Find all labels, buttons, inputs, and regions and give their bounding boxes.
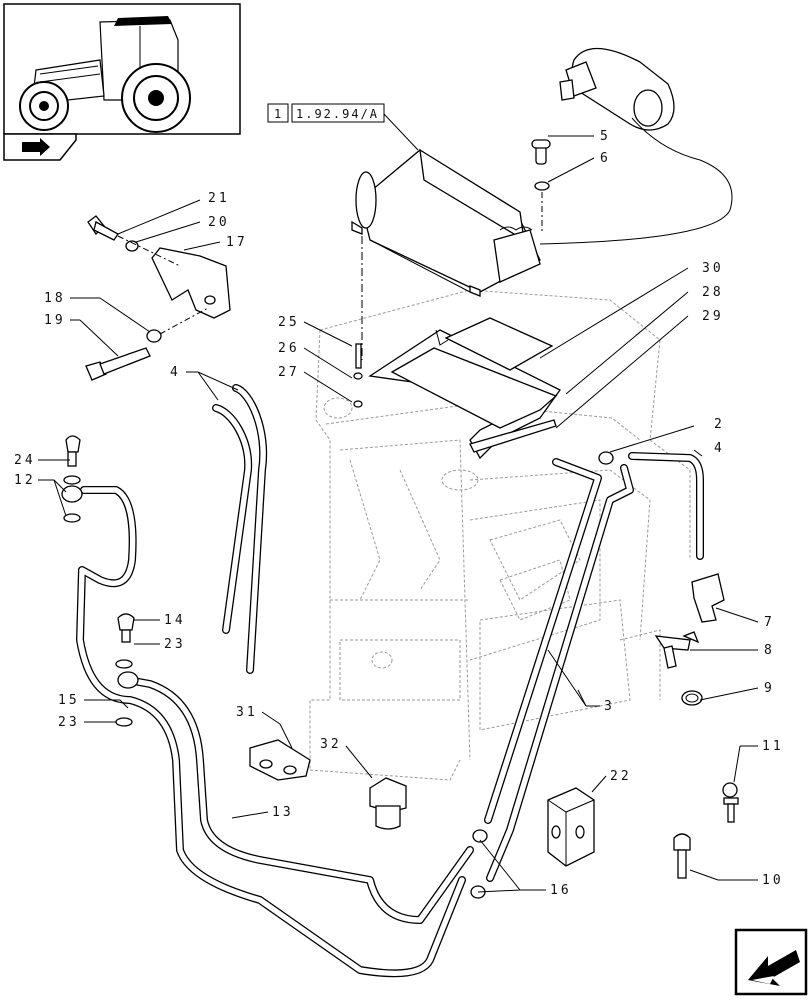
clamp-16a[interactable] [472,829,488,843]
callout-12: 12 [14,473,36,488]
callout-23-lower: 23 [58,715,80,730]
clip-7[interactable] [691,573,725,623]
callout-21: 21 [208,191,230,206]
callout-9: 9 [764,681,775,696]
callout-4-right: 4 [714,441,725,456]
callout-19: 19 [44,313,66,328]
callout-13: 13 [272,805,294,820]
callout-6: 6 [600,151,611,166]
pipe-3[interactable] [484,458,634,882]
leader-lines [38,135,759,893]
cab-lamp[interactable] [539,47,733,245]
bolt-5[interactable] [531,139,551,232]
reference-code: 1.92.94/A [296,107,379,121]
screws-25-27[interactable] [353,343,363,408]
tractor-thumbnail-icon[interactable] [3,3,241,135]
callout-numbers: 5 6 21 20 17 18 19 4 25 26 27 30 28 29 2… [14,129,784,898]
callout-7: 7 [764,615,775,630]
callout-32: 32 [320,737,342,752]
callout-10: 10 [762,873,784,888]
callout-18: 18 [44,291,66,306]
block-22[interactable] [547,787,595,867]
mounting-plate[interactable] [368,317,561,460]
callout-8: 8 [764,643,775,658]
block-31[interactable] [249,739,311,781]
callout-20: 20 [208,215,230,230]
bracket-17[interactable] [87,215,231,319]
hose-4-right[interactable] [628,452,704,560]
callout-27: 27 [278,365,300,380]
callout-26: 26 [278,341,300,356]
clamp-9[interactable] [681,690,703,706]
callout-5: 5 [600,129,611,144]
ball-stud-11[interactable] [722,782,739,823]
pipe-13[interactable] [76,486,474,978]
callout-24: 24 [14,453,36,468]
callout-14: 14 [164,613,186,628]
callout-28: 28 [702,285,724,300]
callout-23-upper: 23 [164,637,186,652]
clamp-2[interactable] [598,451,614,465]
callout-4-left: 4 [170,365,181,380]
callout-29: 29 [702,309,724,324]
callout-31: 31 [236,705,258,720]
reference-box[interactable]: 1 1.92.94/A [267,103,419,151]
callout-30: 30 [702,261,724,276]
callout-16: 16 [550,883,572,898]
callout-15: 15 [58,693,80,708]
bolt-19[interactable] [85,307,209,381]
callout-2: 2 [714,417,725,432]
callout-17: 17 [226,235,248,250]
section-tab-icon[interactable] [3,133,77,161]
mount-32[interactable] [369,777,407,830]
bolt-10[interactable] [673,833,691,879]
callout-25: 25 [278,315,300,330]
banjo-fitting-12[interactable] [61,435,83,523]
reference-index: 1 [274,107,283,121]
callout-22: 22 [610,769,632,784]
cab-air-unit[interactable] [351,148,541,297]
hose-4-left[interactable] [212,384,268,674]
callout-3: 3 [604,699,615,714]
banjo-fitting-14[interactable] [115,613,139,727]
tee-connector-8[interactable] [654,631,700,669]
next-page-arrow-icon[interactable] [734,928,808,996]
callout-11: 11 [762,739,784,754]
